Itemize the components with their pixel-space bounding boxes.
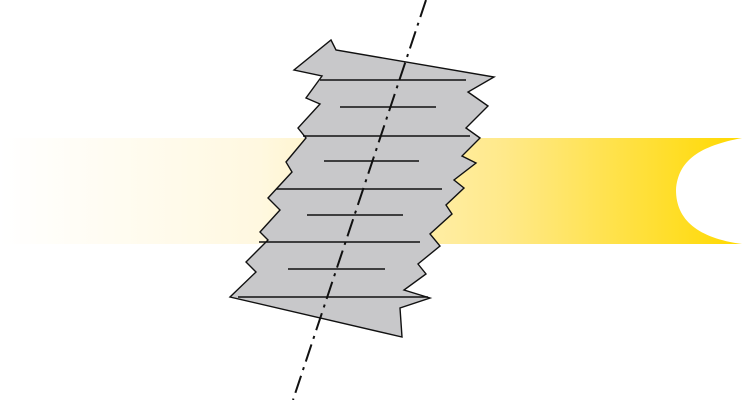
- center-axis-line: [292, 0, 427, 400]
- section-lines: [238, 79, 470, 298]
